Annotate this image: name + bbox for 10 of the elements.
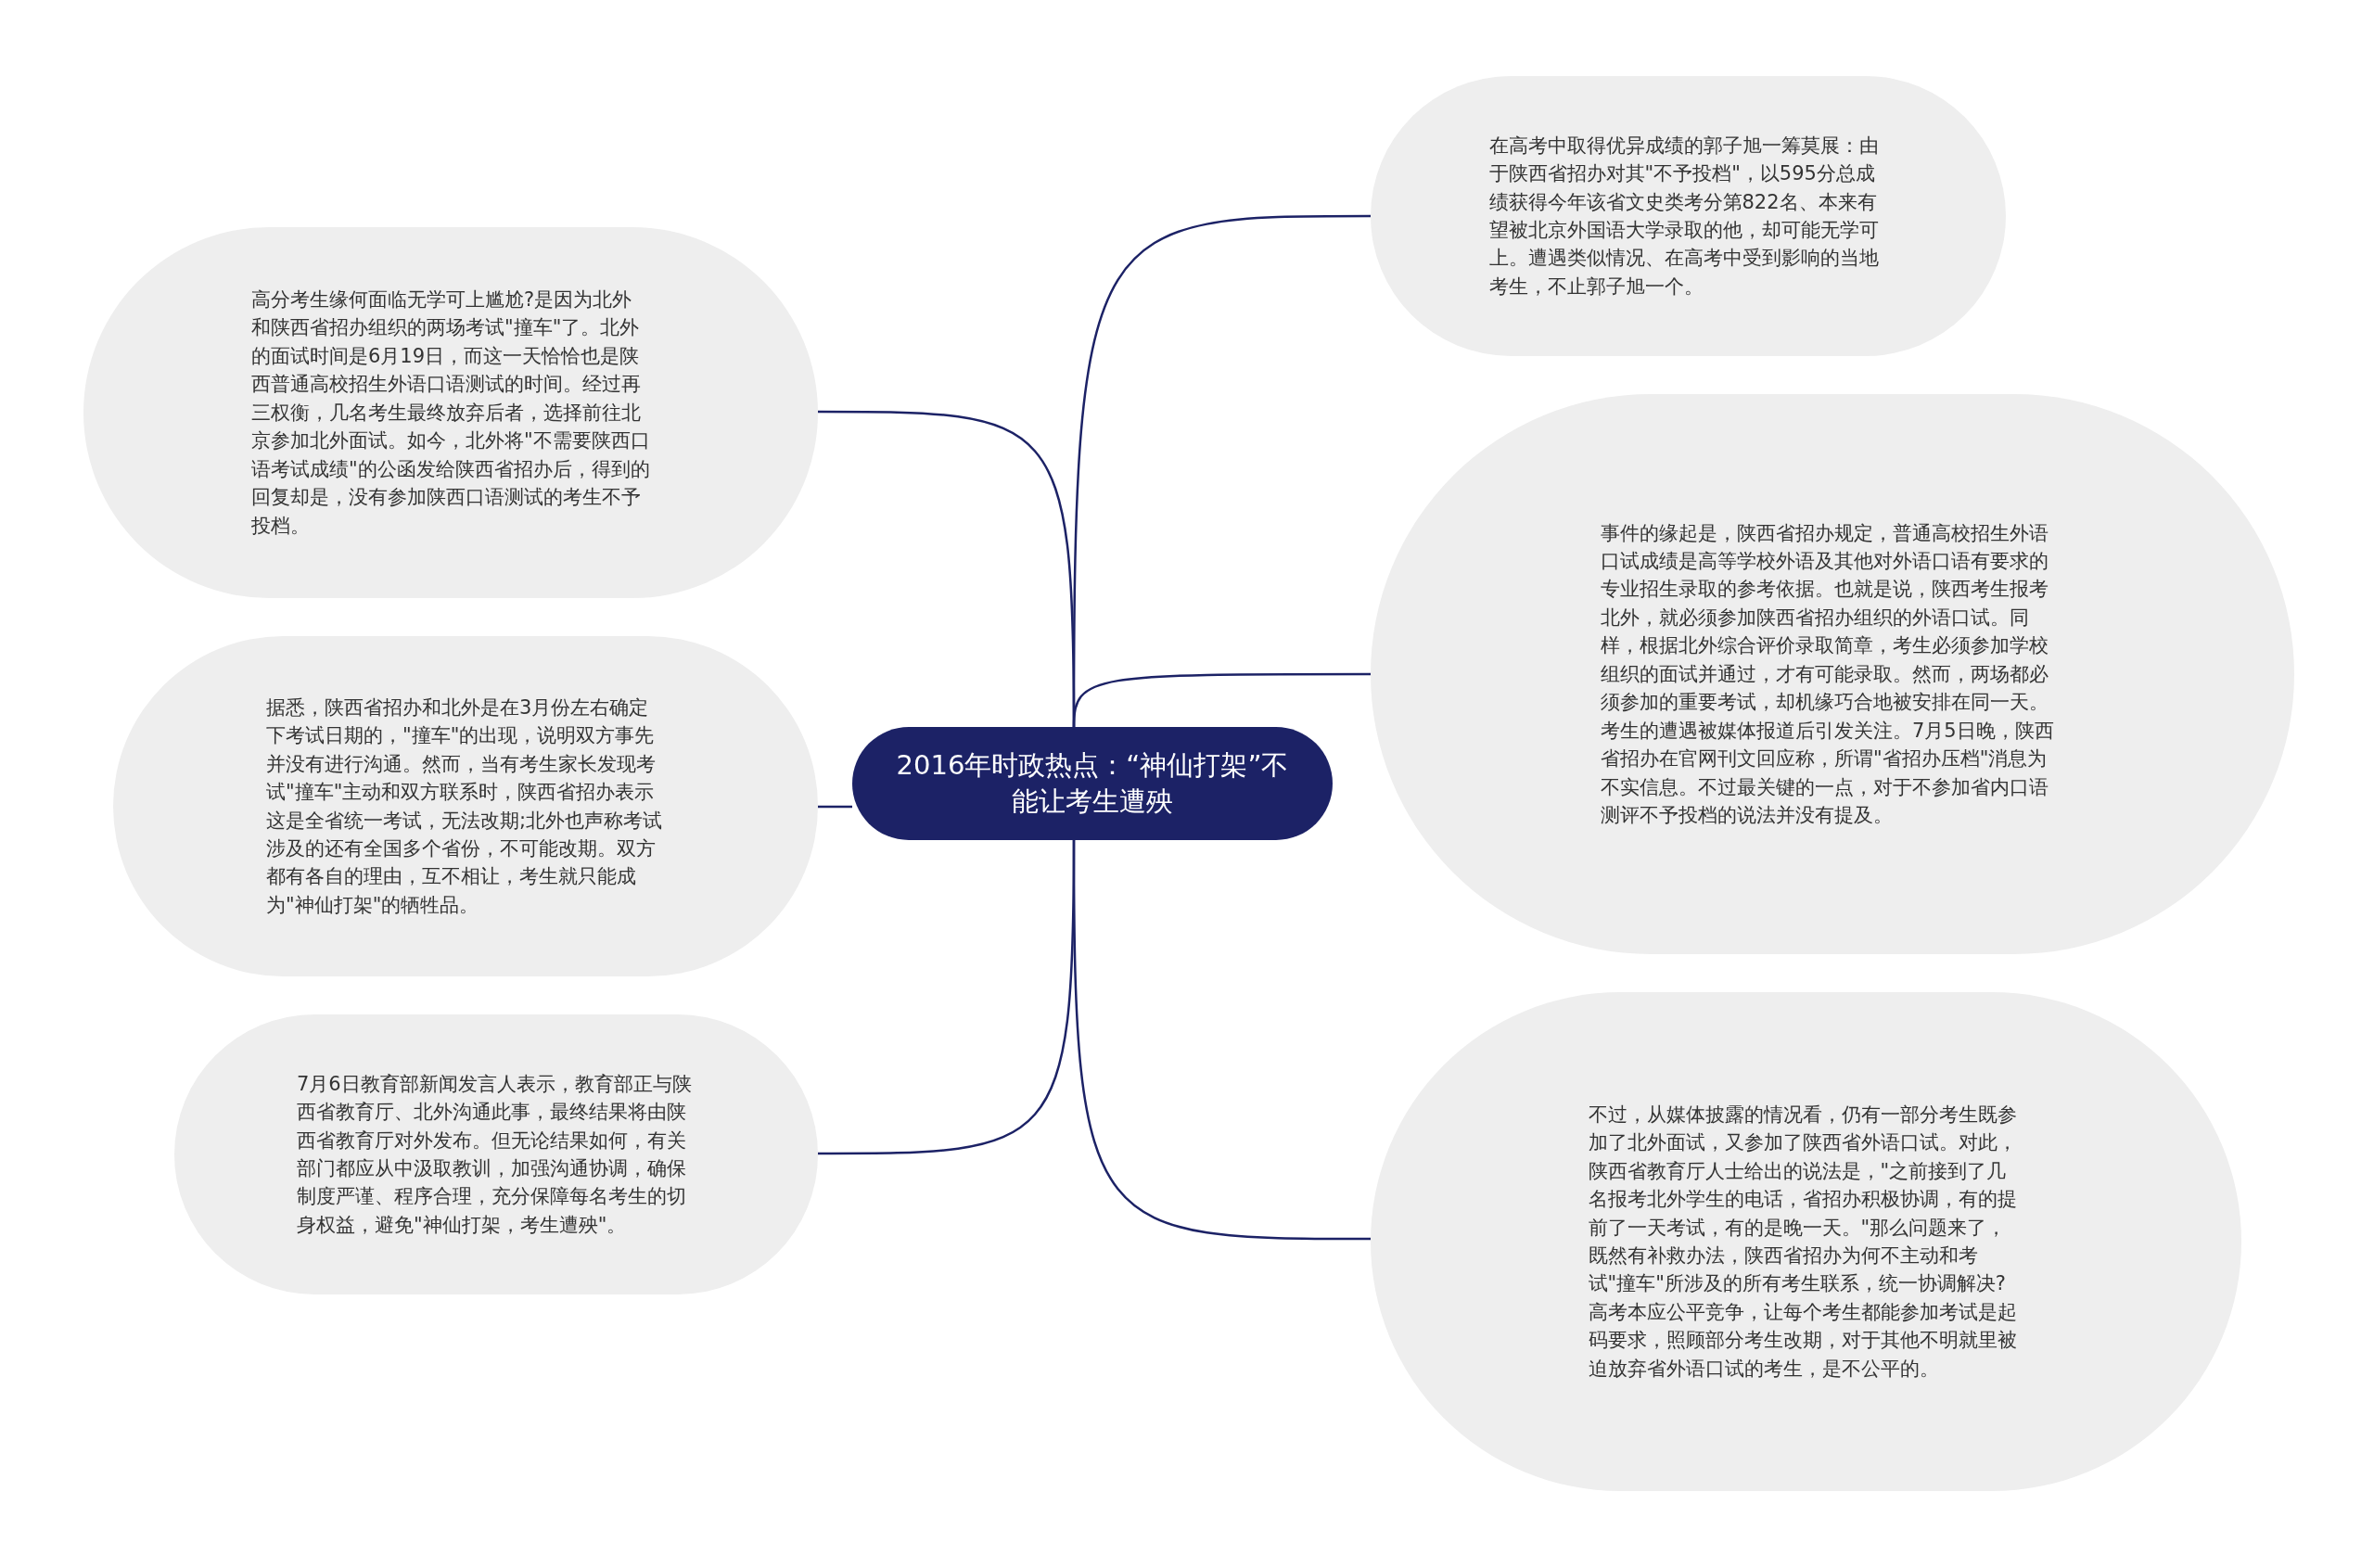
topic-text: 高分考生缘何面临无学可上尴尬?是因为北外和陕西省招办组织的两场考试"撞车"了。北外的面试时间是6月19日，而这一天恰恰也是陕西普通高校招生外语口语测试的时间。经过再三权衡，几名考生最终放弃后者，选择前往北京参加北外面试。如今，北外将"不需要陕西口语考试成绩"的公函发给陕西省招办后，得到的回复却是，没有参加陕西口语测试的考生不予投档。	[251, 287, 650, 539]
connector-line	[818, 805, 852, 809]
topic-text: 不过，从媒体披露的情况看，仍有一部分考生既参加了北外面试，又参加了陕西省外语口试。对此，陕西省教育厅人士给出的说法是，"之前接到了几名报考北外学生的电话，省招办积极协调，有的提前了一天考试，有的是晚一天。"那么问题来了，既然有补救办法，陕西省招办为何不主动和考试"撞车"所涉及的所有考生联系，统一协调解决?高考本应公平竞争，让每个考生都能参加考试是起码要求，照顾部分考生改期，对于其他不明就里被迫放弃省外语口试的考生，是不公平的。	[1588, 1102, 2018, 1382]
connector-line	[1072, 840, 1371, 1241]
topic-text: 7月6日教育部新闻发言人表示，教育部正与陕西省教育厅、北外沟通此事，最终结果将由陕西省教育厅对外发布。但无论结果如何，有关部门都应从中汲取教训，加强沟通协调，确保制度严谨、程序合理，充分保障每名考生的切身权益，避免"神仙打架，考生遭殃"。	[297, 1071, 693, 1238]
connector-line	[1072, 672, 1371, 728]
topic-text: 据悉，陕西省招办和北外是在3月份左右确定下考试日期的，"撞车"的出现，说明双方事先并没有进行沟通。然而，当有考生家长发现考试"撞车"主动和双方联系时，陕西省招办表示这是全省统一考试，无法改期;北外也声称考试涉及的还有全国多个省份，不可能改期。双方都有各自的理由，互不相让，考生就只能成为"神仙打架"的牺牲品。	[266, 695, 664, 918]
topic-text: 事件的缘起是，陕西省招办规定，普通高校招生外语口试成绩是高等学校外语及其他对外语口语有要求的专业招生录取的参考依据。也就是说，陕西考生报考北外，就必须参加陕西省招办组织的外语口试。同样，根据北外综合评价录取简章，考生必须参加学校组织的面试并通过，才有可能录取。然而，两场都必须参加的重要考试，却机缘巧合地被安排在同一天。考生的遭遇被媒体报道后引发关注。7月5日晚，陕西省招办在官网刊文回应称，所谓"省招办压档"消息为不实信息。不过最关键的一点，对于不参加省内口语测评不予投档的说法并没有提及。	[1601, 520, 2055, 828]
topic-text: 在高考中取得优异成绩的郭子旭一筹莫展：由于陕西省招办对其"不予投档"，以595分总成绩获得今年该省文史类考分第822名、本来有望被北京外国语大学录取的他，却可能无学可上。遭遇类似情况、在高考中受到影响的当地考生，不止郭子旭一个。	[1488, 133, 1880, 300]
topic-title: 2016年时政热点：“神仙打架”不能让考生遭殃	[895, 747, 1290, 819]
